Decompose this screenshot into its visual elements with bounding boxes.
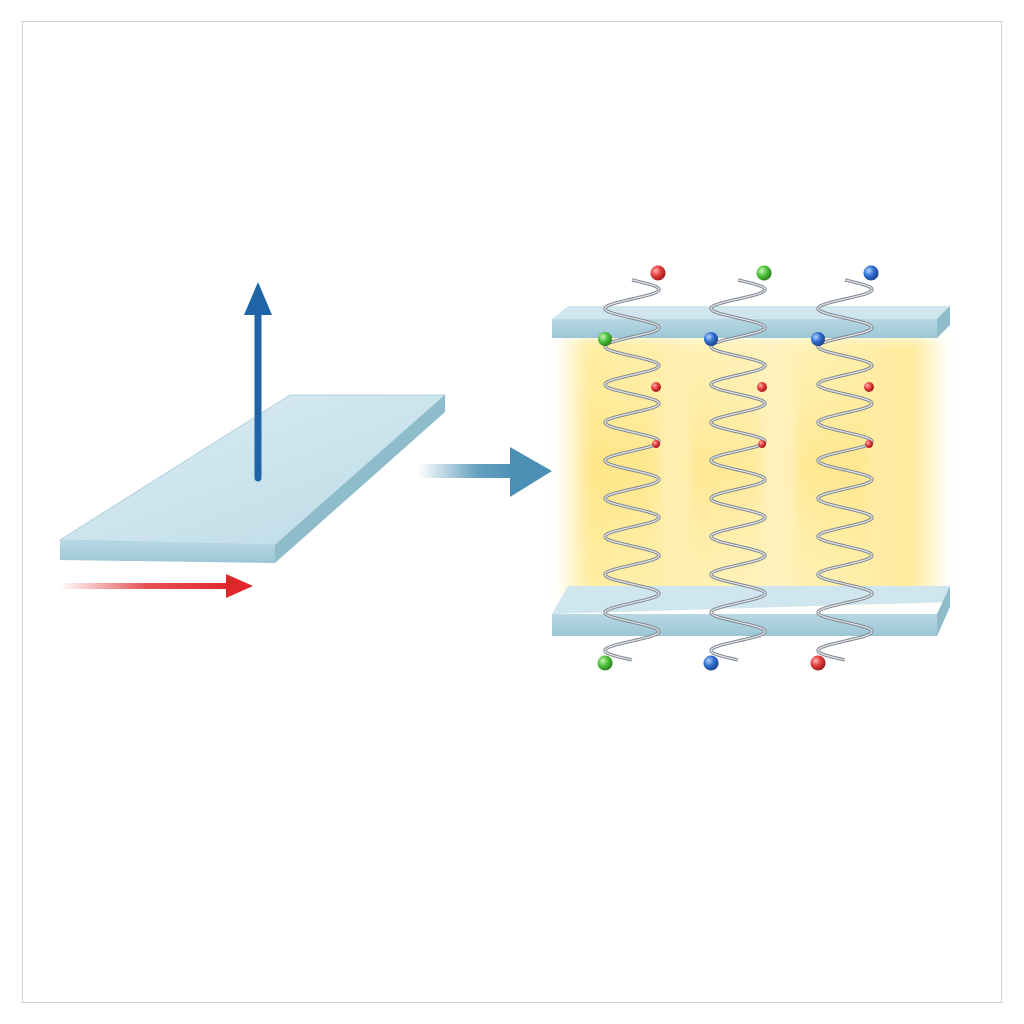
- bead-blue: [703, 655, 719, 671]
- left-slab-front-face: [60, 540, 275, 563]
- bead-red: [652, 440, 660, 448]
- helix-2: [703, 265, 772, 671]
- bead-red: [650, 265, 666, 281]
- bead-red: [865, 440, 873, 448]
- left-slab: [58, 394, 447, 563]
- left-slab-side-face: [275, 395, 445, 563]
- normal-arrow: [244, 282, 272, 482]
- helix-3: [810, 265, 879, 671]
- bead-blue: [811, 332, 825, 346]
- bottom-slab: [552, 586, 950, 636]
- bead-red: [758, 440, 766, 448]
- bead-red: [864, 382, 874, 392]
- in-plane-arrow: [60, 574, 253, 598]
- bead-green: [597, 655, 613, 671]
- left-slab-top-face: [58, 394, 447, 546]
- bead-blue: [863, 265, 879, 281]
- helix-group: [597, 265, 879, 671]
- transition-arrow: [418, 447, 552, 497]
- bead-red: [810, 655, 826, 671]
- bead-blue: [704, 332, 718, 346]
- bead-green: [756, 265, 772, 281]
- bead-green: [598, 332, 612, 346]
- bead-red: [757, 382, 767, 392]
- bead-red: [651, 382, 661, 392]
- helix-1: [597, 265, 666, 671]
